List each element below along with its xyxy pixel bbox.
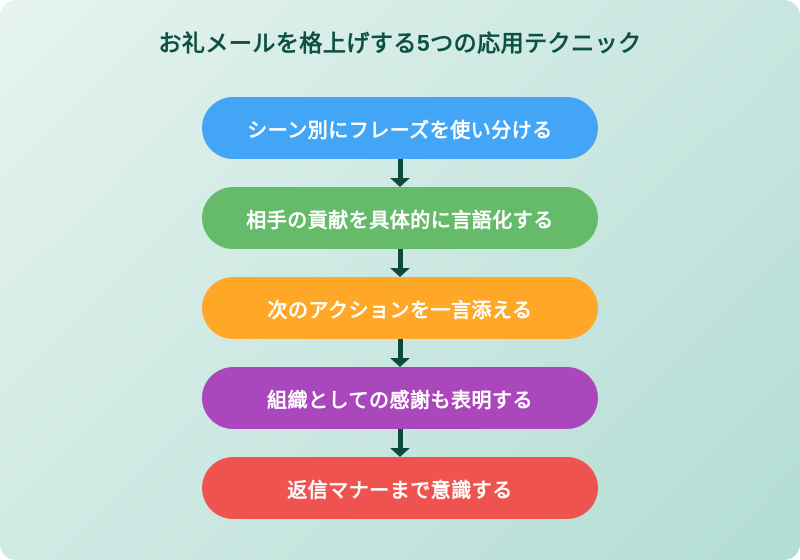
flow-diagram: シーン別にフレーズを使い分ける 相手の貢献を具体的に言語化する 次のアクションを… — [0, 97, 800, 519]
arrow-stem — [397, 159, 403, 178]
arrow-down-icon — [390, 429, 410, 457]
arrow-stem — [397, 339, 403, 358]
arrow-head — [390, 268, 410, 277]
page-title: お礼メールを格上げする5つの応用テクニック — [158, 30, 642, 56]
step-pill-2: 相手の貢献を具体的に言語化する — [202, 187, 598, 249]
arrow-head — [390, 178, 410, 187]
arrow-stem — [397, 249, 403, 268]
arrow-down-icon — [390, 249, 410, 277]
step-pill-3: 次のアクションを一言添える — [202, 277, 598, 339]
arrow-stem — [397, 429, 403, 448]
step-pill-4: 組織としての感謝も表明する — [202, 367, 598, 429]
step-pill-5: 返信マナーまで意識する — [202, 457, 598, 519]
step-pill-1: シーン別にフレーズを使い分ける — [202, 97, 598, 159]
arrow-head — [390, 358, 410, 367]
arrow-down-icon — [390, 339, 410, 367]
arrow-head — [390, 448, 410, 457]
arrow-down-icon — [390, 159, 410, 187]
